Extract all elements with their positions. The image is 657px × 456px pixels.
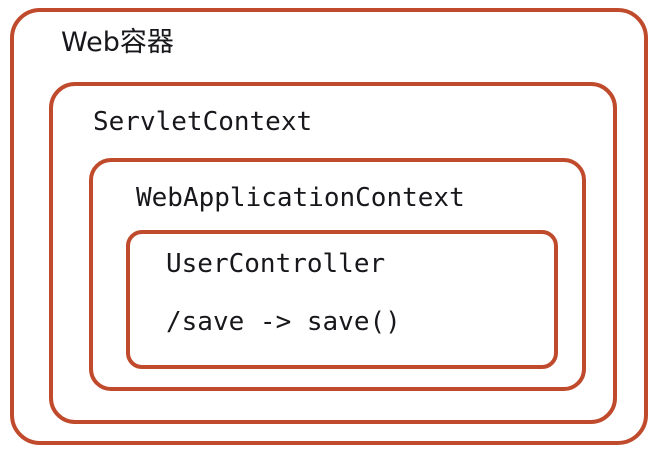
label-web-application-context: WebApplicationContext (136, 183, 465, 213)
label-web-container: Web容器 (61, 27, 174, 58)
label-user-controller: UserController (166, 249, 386, 279)
label-user-controller-mapping: /save -> save() (166, 307, 401, 337)
label-servlet-context: ServletContext (93, 107, 313, 137)
box-web-container: Web容器 ServletContext WebApplicationConte… (10, 8, 648, 445)
box-user-controller: UserController /save -> save() (126, 230, 558, 369)
box-web-application-context: WebApplicationContext UserController /sa… (89, 158, 586, 391)
box-servlet-context: ServletContext WebApplicationContext Use… (49, 82, 617, 424)
